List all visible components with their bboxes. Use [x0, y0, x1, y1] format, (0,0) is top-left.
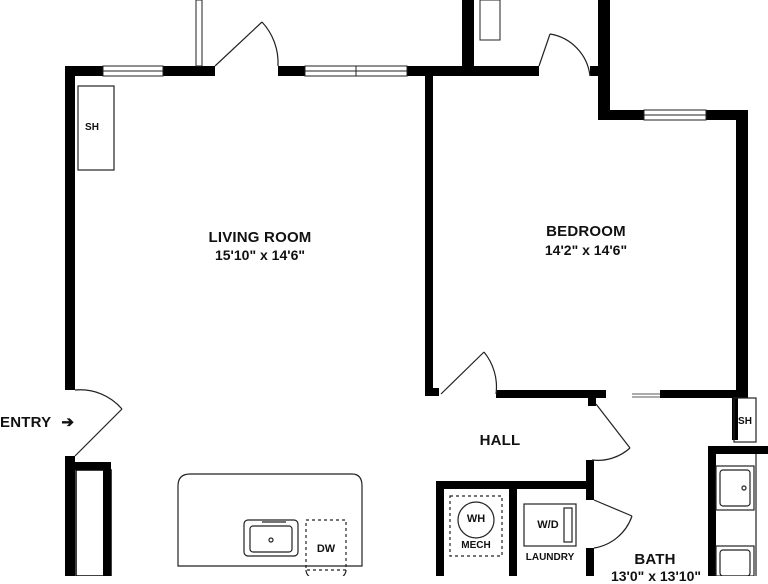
bath-inner-wall	[708, 446, 716, 576]
upper-stub-left	[462, 0, 474, 76]
upper-stub-right	[598, 0, 610, 120]
hall-name: HALL	[479, 432, 521, 449]
entry-arrow-icon: ➔	[61, 414, 75, 431]
doors	[74, 21, 660, 549]
entry-stub	[65, 462, 111, 470]
upper-stub-bottom	[477, 66, 539, 76]
bedroom-top-wall-a	[598, 110, 644, 120]
shelf-right-outline	[733, 397, 757, 443]
bath-name: BATH	[634, 551, 676, 568]
mech-label: MECH	[461, 540, 491, 551]
sink-outline	[243, 519, 299, 557]
washer-dryer-label: W/D	[537, 519, 559, 531]
dishwasher-outline	[305, 519, 347, 571]
living-room-dims: 15'10" x 14'6"	[214, 247, 305, 263]
window-upper-left	[195, 0, 203, 67]
walls	[65, 0, 768, 576]
hall-stub	[588, 398, 596, 406]
divider-foot	[425, 388, 439, 396]
closet-box	[103, 470, 111, 576]
bath-right-wall	[732, 390, 738, 440]
bedroom-bottom-wall-b	[660, 390, 748, 398]
entry-text: ENTRY	[0, 414, 52, 431]
closet-left-wall	[436, 481, 444, 576]
kitchen-island	[177, 473, 363, 567]
bedroom-bottom-wall-a	[496, 390, 606, 398]
bath-dims: 13'0" x 13'10"	[610, 568, 701, 584]
wd-outline	[523, 503, 577, 547]
divider-wall	[425, 76, 433, 394]
bath-top-wall	[708, 446, 768, 454]
upper-stub-bottom-r	[590, 66, 610, 76]
bath-sink-1	[715, 465, 755, 511]
window-upper-mid	[479, 0, 501, 41]
bedroom-right-wall	[736, 110, 748, 398]
living-top-wall-c	[278, 66, 305, 76]
living-room-name: LIVING ROOM	[208, 229, 312, 246]
living-top-wall-b	[163, 66, 215, 76]
bedroom-dims: 14'2" x 14'6"	[544, 242, 628, 258]
fixtures	[77, 85, 757, 576]
water-heater-circle	[457, 501, 495, 539]
windows	[102, 0, 707, 121]
water-heater-label: WH	[466, 513, 486, 525]
living-top-wall-a	[65, 66, 103, 76]
shelf-right-label: SH	[738, 416, 752, 427]
entry-label: ENTRY ➔	[0, 413, 90, 431]
laundry-label: LAUNDRY	[525, 552, 575, 563]
dishwasher-label: DW	[316, 543, 336, 555]
shelf-left-outline	[77, 85, 115, 171]
living-left-wall	[65, 66, 75, 390]
living-top-wall-d	[407, 66, 477, 76]
closet-right-wall-low	[586, 548, 594, 576]
mech-outline	[449, 495, 503, 557]
bedroom-name: BEDROOM	[546, 223, 626, 240]
sink-basin	[249, 525, 293, 553]
bedroom-top-wall-b	[706, 110, 748, 120]
shelf-left-label: SH	[85, 122, 99, 133]
closet-mid-wall	[509, 481, 517, 576]
bath-sink-2	[715, 545, 755, 576]
living-left-wall-lower	[65, 456, 75, 576]
closet-right-wall	[586, 460, 594, 500]
